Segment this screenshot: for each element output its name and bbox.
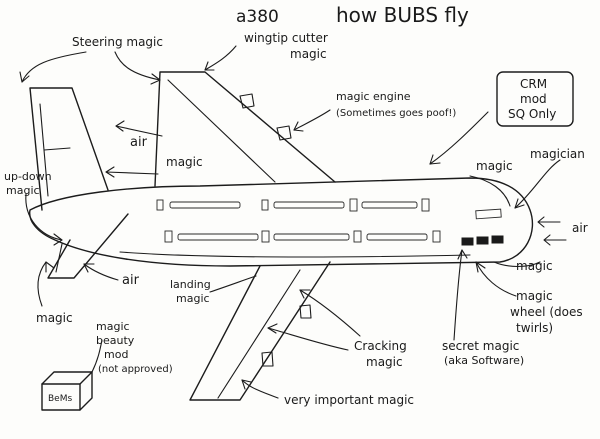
label-secret-1: secret magic	[442, 339, 519, 353]
rudder-mid	[43, 147, 71, 151]
label-wingtip-magic: magic	[290, 47, 327, 61]
lower-wing-flap	[217, 269, 301, 399]
fuselage-lower-line	[119, 251, 471, 258]
label-magic-right: magic	[516, 259, 553, 273]
crm-line-3: SQ Only	[508, 107, 556, 121]
crm-box	[496, 71, 574, 127]
sketch-title: a380	[236, 7, 279, 27]
fuselage	[29, 177, 534, 267]
upper-wing	[154, 71, 336, 187]
upper-engine-1	[239, 93, 255, 109]
horizontal-stabilizer	[47, 213, 129, 279]
label-wheel-2: wheel (does	[510, 305, 583, 319]
secret-magic-boxes	[461, 235, 504, 246]
label-landing-1: landing	[170, 278, 211, 291]
crm-line-1: CRM	[520, 77, 547, 91]
label-secret-2: (aka Software)	[444, 354, 524, 367]
label-magic-engine: magic engine	[336, 90, 411, 103]
label-air-right: air	[572, 221, 588, 235]
label-sometimes-poof: (Sometimes goes poof!)	[336, 108, 456, 119]
upper-engine-2	[276, 125, 292, 141]
label-magic-nose: magic	[476, 159, 513, 173]
pointer-arrows	[19, 45, 567, 399]
label-beauty-2: beauty	[96, 334, 135, 347]
label-up-down-2: magic	[6, 184, 40, 197]
label-cracking-2: magic	[366, 355, 403, 369]
vertical-tail	[29, 87, 109, 211]
crm-line-2: mod	[520, 92, 547, 106]
label-magic-top: magic	[166, 155, 203, 169]
upper-wing-flap	[167, 79, 276, 183]
bems-box	[41, 371, 93, 411]
label-air-lower: air	[122, 273, 140, 288]
lower-engine-2	[261, 351, 274, 367]
label-up-down-1: up-down	[4, 170, 52, 183]
label-beauty-4: (not approved)	[98, 364, 173, 375]
label-wheel-1: magic	[516, 289, 553, 303]
label-very-important: very important magic	[284, 393, 414, 407]
sketch-heading: how BUBS fly	[336, 3, 469, 27]
label-wingtip-cutter: wingtip cutter	[244, 31, 328, 45]
label-magician: magician	[530, 147, 585, 161]
elevator	[55, 243, 63, 273]
label-beauty-1: magic	[96, 320, 130, 333]
main-deck-windows	[164, 230, 441, 243]
label-magic-left-bottom: magic	[36, 311, 73, 325]
upper-deck-windows	[156, 198, 430, 212]
box-label: BeMs	[48, 394, 72, 404]
cockpit-window	[475, 208, 502, 220]
label-beauty-3: mod	[104, 348, 128, 361]
label-steering-magic: Steering magic	[72, 35, 163, 49]
label-air-top: air	[130, 135, 148, 150]
lower-engine-1	[299, 304, 312, 319]
lower-wing	[189, 261, 331, 401]
label-cracking-1: Cracking	[354, 339, 407, 353]
label-wheel-3: twirls)	[516, 321, 553, 335]
label-landing-2: magic	[176, 292, 210, 305]
